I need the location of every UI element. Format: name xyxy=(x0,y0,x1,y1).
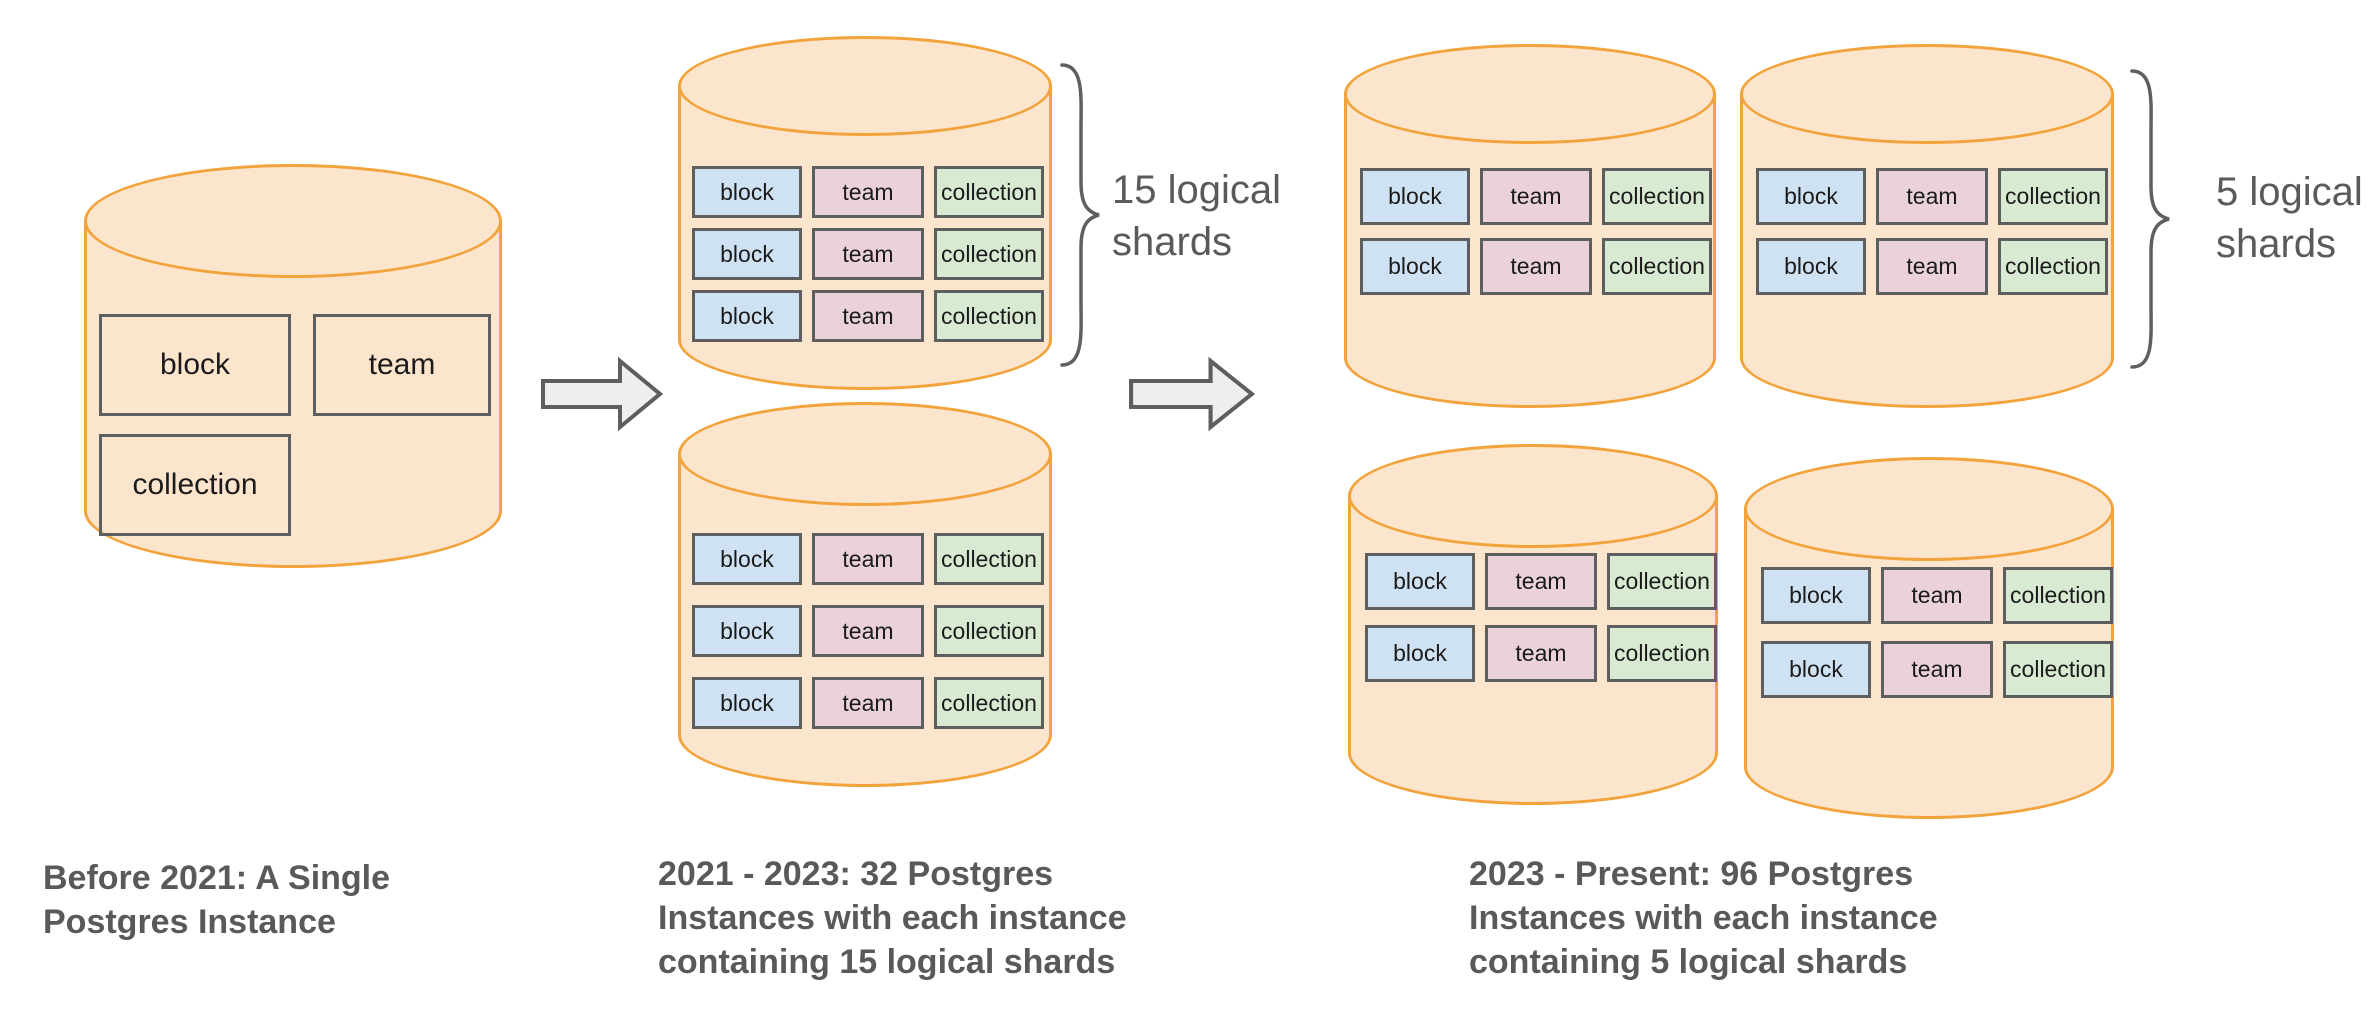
cylinder-top-ellipse xyxy=(1344,44,1716,144)
collection-table-chip: collection xyxy=(1607,625,1717,682)
collection-table-chip: collection xyxy=(934,166,1044,218)
collection-table-chip: collection xyxy=(934,533,1044,585)
collection-table-chip: collection xyxy=(934,605,1044,657)
collection-table-chip: collection xyxy=(2003,641,2113,698)
collection-table-chip: collection xyxy=(934,290,1044,342)
cylinder-top-ellipse xyxy=(678,36,1052,136)
block-table-chip: block xyxy=(1756,168,1866,225)
team-table-chip: team xyxy=(1881,567,1993,624)
team-table-chip: team xyxy=(812,290,924,342)
block-table-chip: block xyxy=(692,290,802,342)
team-table-chip: team xyxy=(1881,641,1993,698)
block-table-chip: block xyxy=(692,228,802,280)
block-table-chip: block xyxy=(1360,238,1470,295)
cylinder-top-ellipse xyxy=(1740,44,2114,144)
team-table-chip: team xyxy=(812,677,924,729)
right-arrow-icon xyxy=(541,356,664,432)
curly-brace-path xyxy=(1060,63,1100,367)
curly-brace-icon xyxy=(2130,69,2170,369)
team-table-chip: team xyxy=(812,533,924,585)
block-table-chip: block xyxy=(99,314,291,416)
team-table-chip: team xyxy=(1876,168,1988,225)
stage2-caption: 2021 - 2023: 32 Postgres Instances with … xyxy=(658,855,1127,981)
right-arrow-shape xyxy=(541,356,664,432)
block-table-chip: block xyxy=(692,166,802,218)
curly-brace-path xyxy=(2130,69,2170,369)
right-arrow-icon xyxy=(1129,356,1256,432)
shards-annotation-15: 15 logical shards xyxy=(1112,168,1282,264)
stage1-caption: Before 2021: A Single Postgres Instance xyxy=(43,859,391,941)
cylinder-top-ellipse xyxy=(84,164,502,278)
shards-brace-5 xyxy=(2124,68,2174,370)
single-postgres-cylinder: block team collection xyxy=(84,164,502,568)
block-table-chip: block xyxy=(1360,168,1470,225)
collection-table-chip: collection xyxy=(1998,238,2108,295)
curly-brace-icon xyxy=(1060,63,1100,367)
collection-table-chip: collection xyxy=(1607,553,1717,610)
collection-table-chip: collection xyxy=(934,228,1044,280)
block-table-chip: block xyxy=(1761,567,1871,624)
cylinder-top-ellipse xyxy=(1348,444,1718,548)
team-table-chip: team xyxy=(1485,625,1597,682)
team-table-chip: team xyxy=(1876,238,1988,295)
block-table-chip: block xyxy=(1365,553,1475,610)
team-table-chip: team xyxy=(1485,553,1597,610)
block-table-chip: block xyxy=(692,677,802,729)
block-table-chip: block xyxy=(1761,641,1871,698)
collection-table-chip: collection xyxy=(934,677,1044,729)
team-table-chip: team xyxy=(1480,238,1592,295)
team-table-chip: team xyxy=(1480,168,1592,225)
transition-arrow-2 xyxy=(1128,356,1256,432)
right-arrow-shape xyxy=(1129,356,1256,432)
block-table-chip: block xyxy=(1365,625,1475,682)
cylinder-top-ellipse xyxy=(678,402,1052,506)
shards-annotation-5: 5 logical shards xyxy=(2216,170,2363,266)
team-table-chip: team xyxy=(812,228,924,280)
stage3-caption: 2023 - Present: 96 Postgres Instances wi… xyxy=(1469,855,1938,981)
team-table-chip: team xyxy=(812,605,924,657)
cylinder-top-ellipse xyxy=(1744,457,2114,561)
shards-brace-15 xyxy=(1054,62,1104,368)
collection-table-chip: collection xyxy=(2003,567,2113,624)
team-table-chip: team xyxy=(313,314,491,416)
block-table-chip: block xyxy=(1756,238,1866,295)
block-table-chip: block xyxy=(692,605,802,657)
team-table-chip: team xyxy=(812,166,924,218)
transition-arrow-1 xyxy=(540,356,664,432)
collection-table-chip: collection xyxy=(1998,168,2108,225)
collection-table-chip: collection xyxy=(1602,238,1712,295)
block-table-chip: block xyxy=(692,533,802,585)
collection-table-chip: collection xyxy=(99,434,291,536)
collection-table-chip: collection xyxy=(1602,168,1712,225)
